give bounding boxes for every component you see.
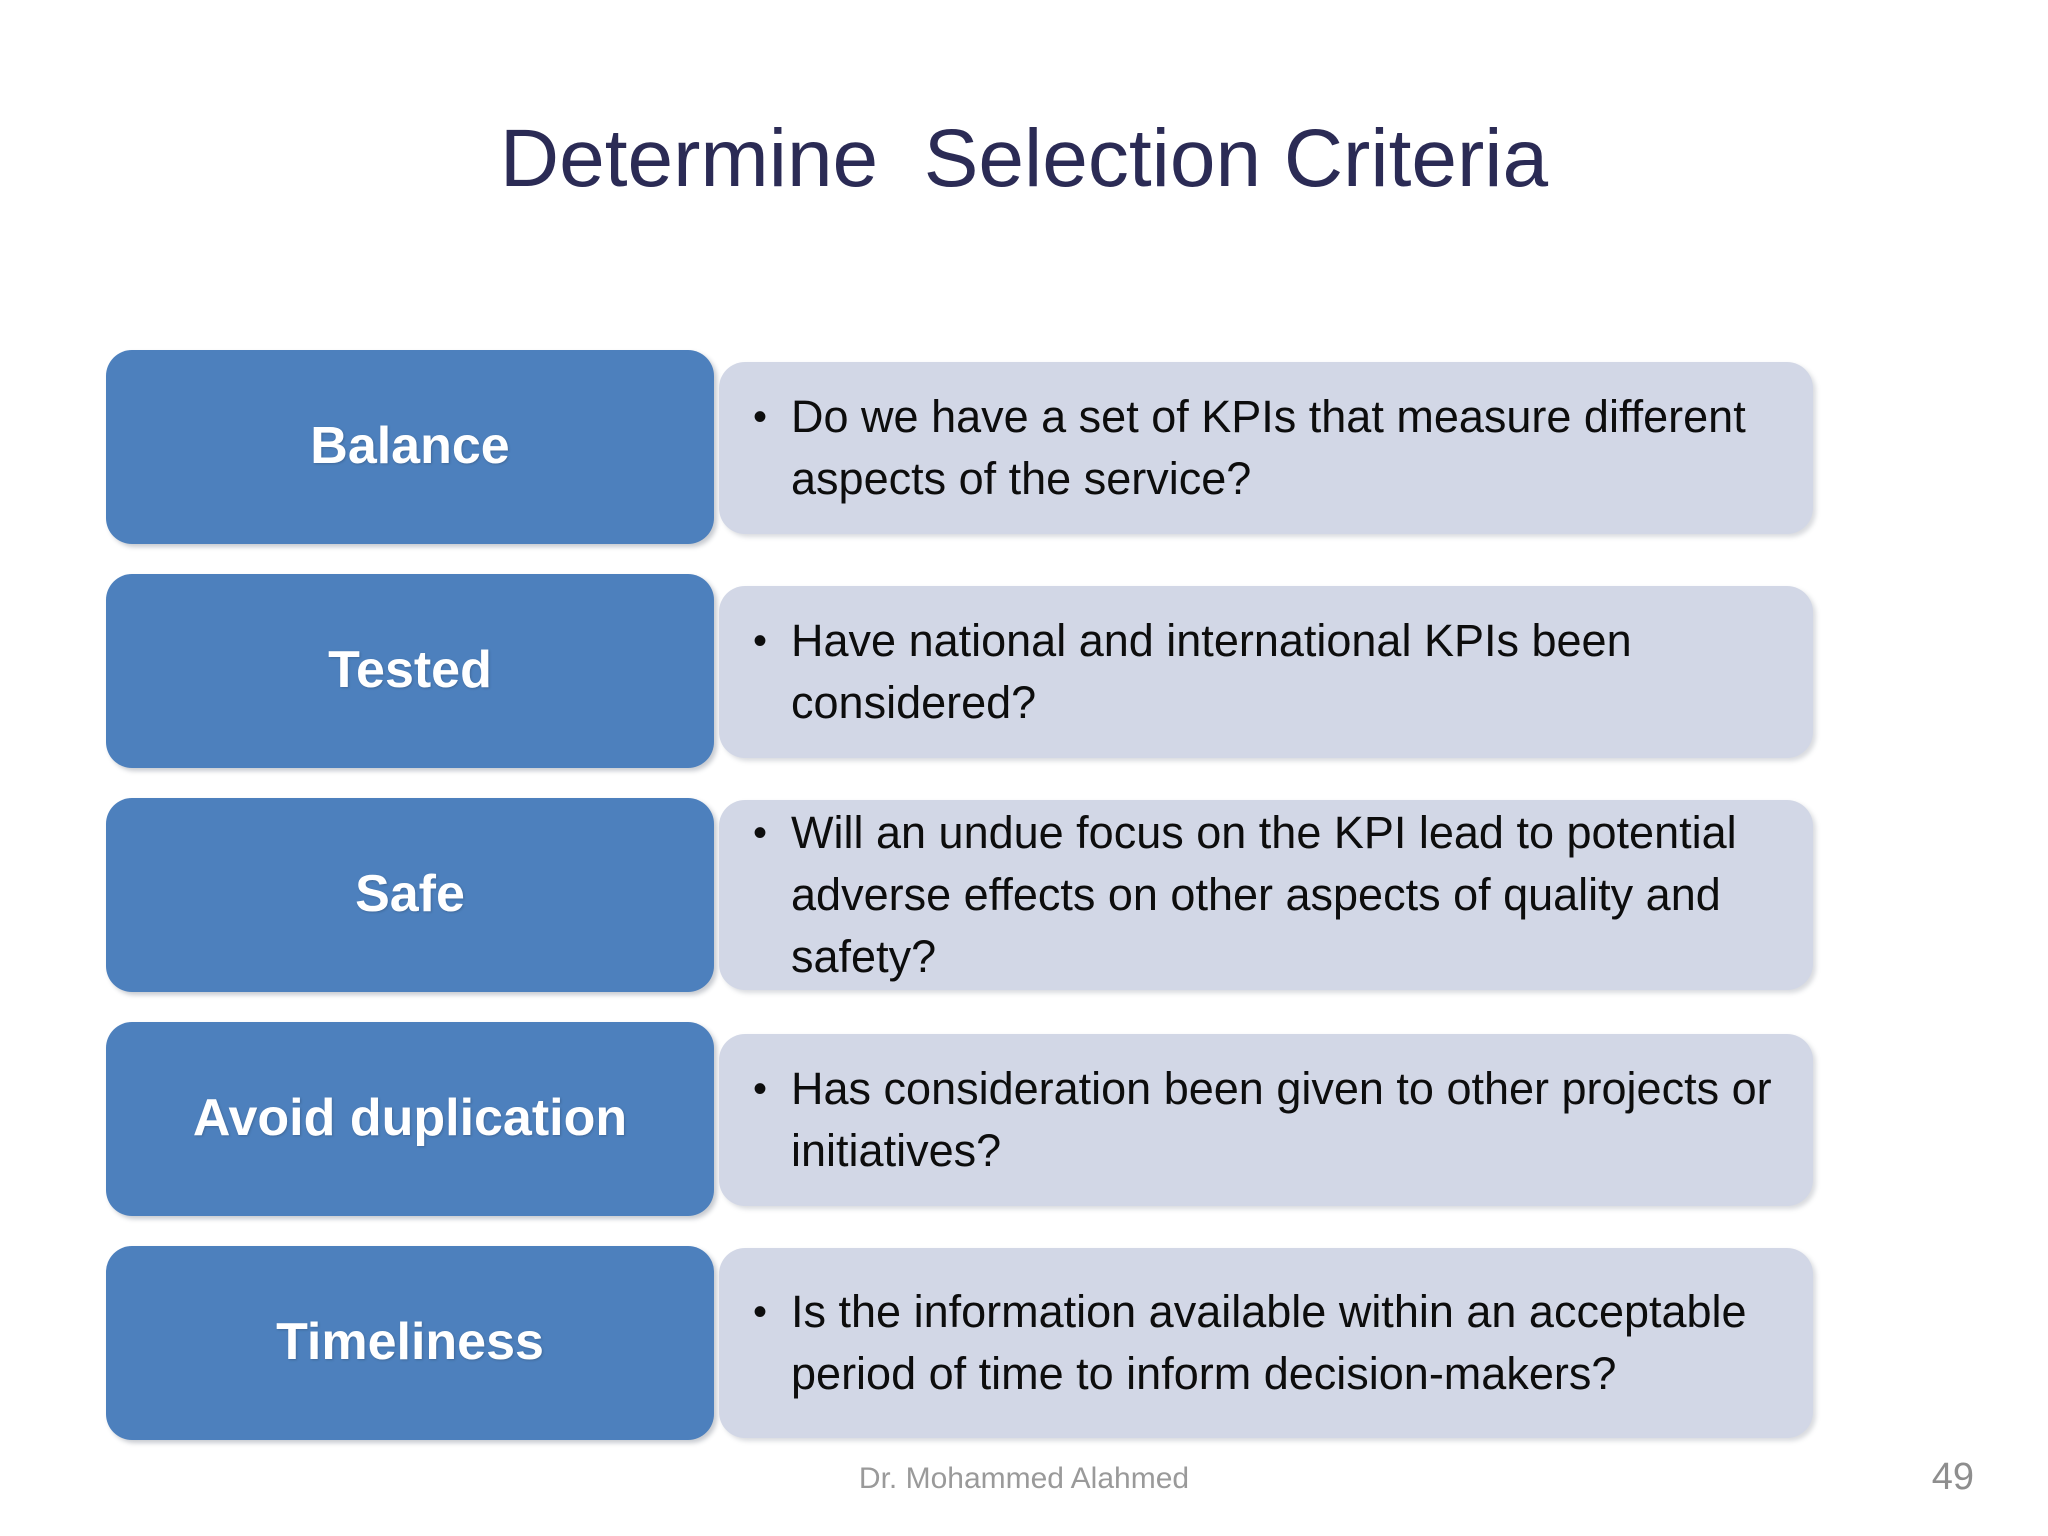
bullet-line: • Is the information available within an…: [719, 1281, 1813, 1405]
bullet-line: • Do we have a set of KPIs that measure …: [719, 386, 1813, 510]
criteria-label-text: Timeliness: [276, 1313, 544, 1372]
slide-page-number: 49: [1931, 1456, 1974, 1498]
criteria-label-box-avoid-duplication[interactable]: Avoid duplication: [106, 1022, 714, 1216]
bullet-dot-icon: •: [753, 1067, 768, 1111]
page-title: Determine Selection Criteria: [499, 113, 1549, 204]
footer-author: Dr. Mohammed Alahmed: [858, 1462, 1190, 1495]
criteria-label-box-balance[interactable]: Balance: [106, 350, 714, 544]
bullet-line: • Will an undue focus on the KPI lead to…: [719, 802, 1813, 988]
bullet-text: Will an undue focus on the KPI lead to p…: [791, 807, 1737, 982]
criteria-label-box-timeliness[interactable]: Timeliness: [106, 1246, 714, 1440]
bullet-line: • Has consideration been given to other …: [719, 1058, 1813, 1182]
criteria-label-text: Safe: [355, 865, 465, 924]
bullet-text: Is the information available within an a…: [791, 1286, 1747, 1399]
bullet-dot-icon: •: [753, 619, 768, 663]
criteria-content-box-balance[interactable]: • Do we have a set of KPIs that measure …: [719, 362, 1813, 534]
criteria-label-box-tested[interactable]: Tested: [106, 574, 714, 768]
criteria-label-text: Tested: [328, 641, 492, 700]
bullet-text: Have national and international KPIs bee…: [791, 615, 1632, 728]
criteria-label-text: Avoid duplication: [192, 1089, 628, 1148]
criteria-content-box-tested[interactable]: • Have national and international KPIs b…: [719, 586, 1813, 758]
criteria-label-text: Balance: [310, 417, 510, 476]
bullet-dot-icon: •: [753, 811, 768, 855]
criteria-content-box-avoid-duplication[interactable]: • Has consideration been given to other …: [719, 1034, 1813, 1206]
criteria-content-box-timeliness[interactable]: • Is the information available within an…: [719, 1248, 1813, 1438]
criteria-label-box-safe[interactable]: Safe: [106, 798, 714, 992]
bullet-text: Has consideration been given to other pr…: [791, 1063, 1772, 1176]
bullet-text: Do we have a set of KPIs that measure di…: [791, 391, 1746, 504]
bullet-dot-icon: •: [753, 1290, 768, 1334]
bullet-dot-icon: •: [753, 395, 768, 439]
criteria-content-box-safe[interactable]: • Will an undue focus on the KPI lead to…: [719, 800, 1813, 990]
bullet-line: • Have national and international KPIs b…: [719, 610, 1813, 734]
